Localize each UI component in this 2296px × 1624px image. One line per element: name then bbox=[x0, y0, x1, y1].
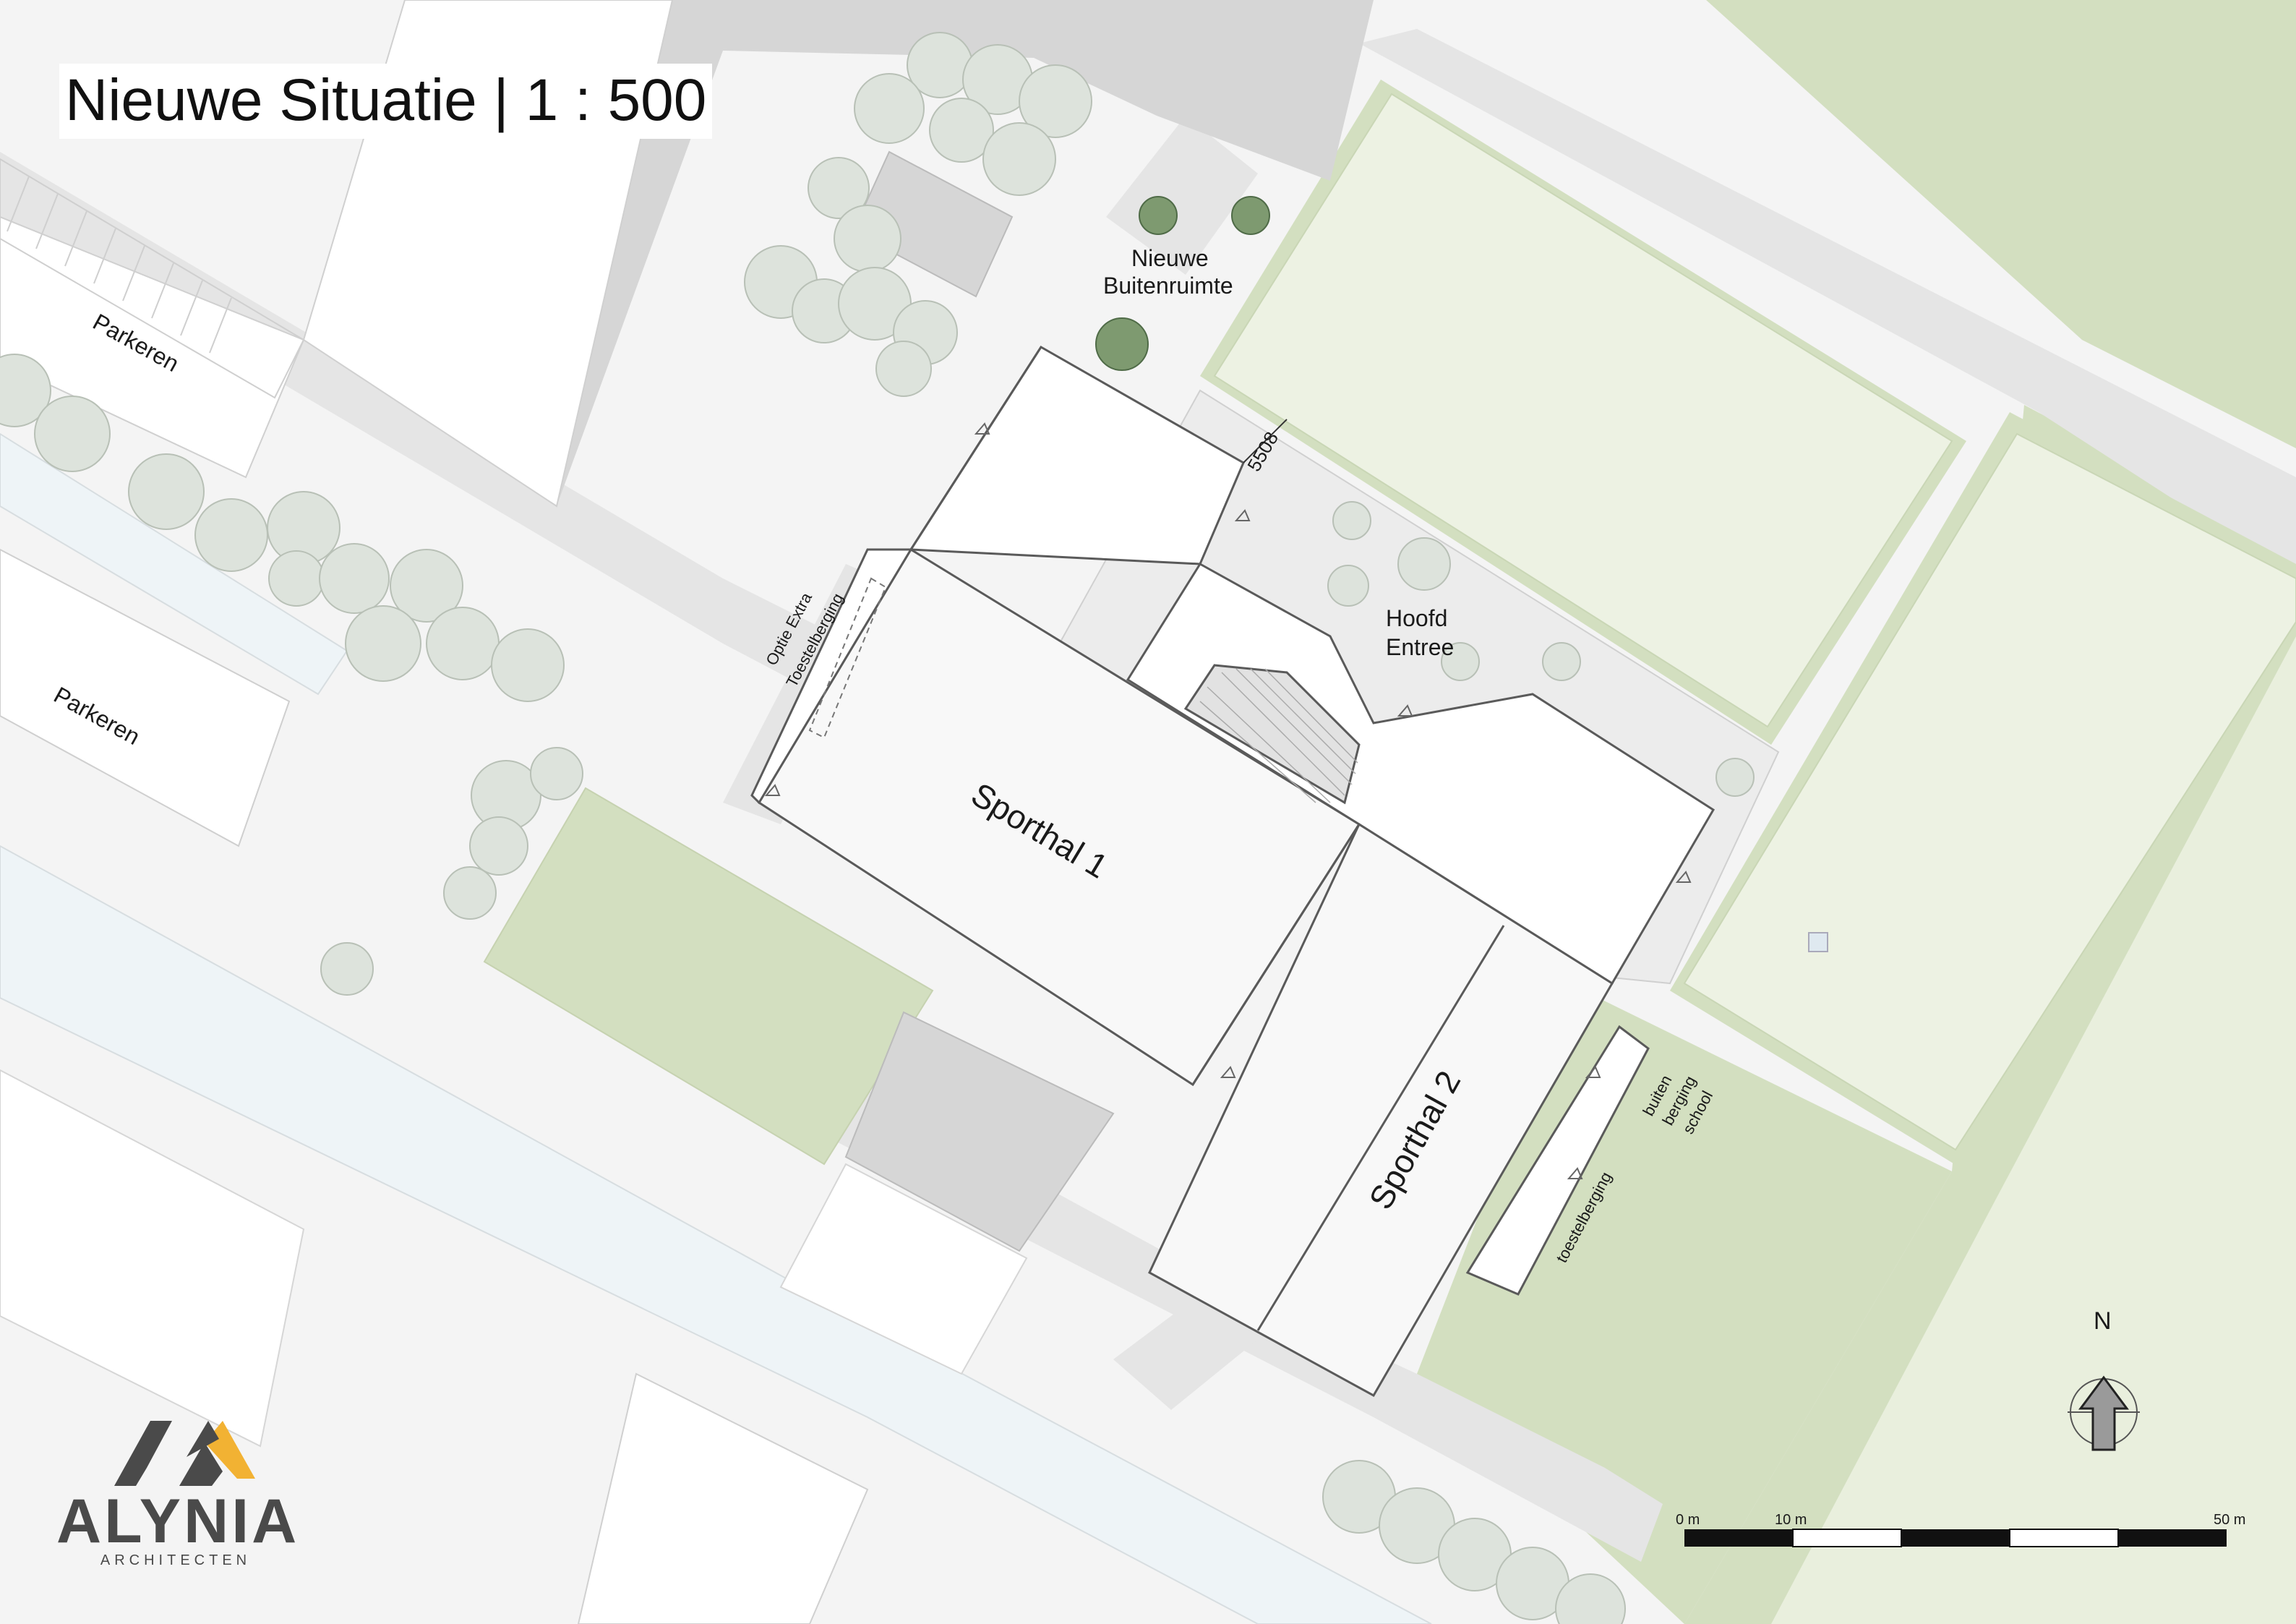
door-markers bbox=[764, 422, 1692, 1179]
road-north-vertical bbox=[1106, 116, 1258, 275]
existing-building-south bbox=[844, 1011, 1115, 1252]
sportfield-east-field bbox=[1683, 432, 2296, 1151]
logo-wordmark: ALYNIA bbox=[56, 1487, 300, 1556]
north-arrow-label: N bbox=[2094, 1307, 2112, 1335]
logo-mark-icon bbox=[114, 1421, 255, 1486]
label-hoofd-entree-2: Entree bbox=[1386, 634, 1454, 660]
alynia-logo: ALYNIA ARCHITECTEN bbox=[56, 1414, 302, 1573]
dimension-line bbox=[1243, 419, 1288, 463]
road-northeast bbox=[1359, 29, 2296, 578]
hatched-core bbox=[1183, 664, 1361, 805]
sporthal-2-building bbox=[1148, 822, 1614, 1398]
sportfield-east-inner bbox=[1771, 636, 2296, 1624]
existing-block-south bbox=[577, 1372, 869, 1624]
map-title: Nieuwe Situatie | 1 : 500 bbox=[59, 64, 713, 140]
canal-upper bbox=[0, 432, 348, 696]
label-nieuwe-buitenruimte-1: Nieuwe bbox=[1131, 245, 1209, 271]
scale-tick-50: 50 m bbox=[2214, 1512, 2245, 1528]
new-trees bbox=[1095, 196, 1270, 371]
buitenberging-school bbox=[1465, 1025, 1650, 1296]
scale-tick-10: 10 m bbox=[1775, 1512, 1807, 1528]
parking-bottom bbox=[0, 548, 291, 847]
existing-trees bbox=[0, 32, 1755, 1624]
grass-area-east bbox=[1706, 0, 2296, 448]
scale-bar: 0 m 10 m 50 m bbox=[1676, 1512, 2245, 1547]
label-hoofd-entree-1: Hoofd bbox=[1386, 605, 1447, 631]
north-arrow-icon bbox=[2078, 1375, 2129, 1451]
logo-subtitle: ARCHITECTEN bbox=[100, 1552, 252, 1568]
building-divider-3 bbox=[1256, 925, 1505, 1331]
label-nieuwe-buitenruimte-2: Buitenruimte bbox=[1103, 273, 1233, 299]
new-building bbox=[750, 345, 1715, 1398]
building-divider-1 bbox=[909, 346, 1042, 550]
existing-block-southwest bbox=[0, 1069, 305, 1448]
north-arrow: N bbox=[2068, 1307, 2140, 1451]
optie-extra-toestelberging-outline bbox=[808, 577, 887, 739]
building-divider-2 bbox=[1191, 824, 1361, 1085]
field-marker bbox=[1808, 932, 1828, 952]
building-entrance-wing bbox=[1126, 562, 1715, 986]
sportfield-west bbox=[483, 787, 934, 1166]
sportfield-north-inner bbox=[1213, 93, 1953, 728]
existing-block-south-2 bbox=[779, 1163, 1028, 1375]
scale-tick-0: 0 m bbox=[1676, 1512, 1700, 1528]
hatch-lines bbox=[1199, 668, 1358, 803]
parking-top bbox=[0, 158, 305, 399]
